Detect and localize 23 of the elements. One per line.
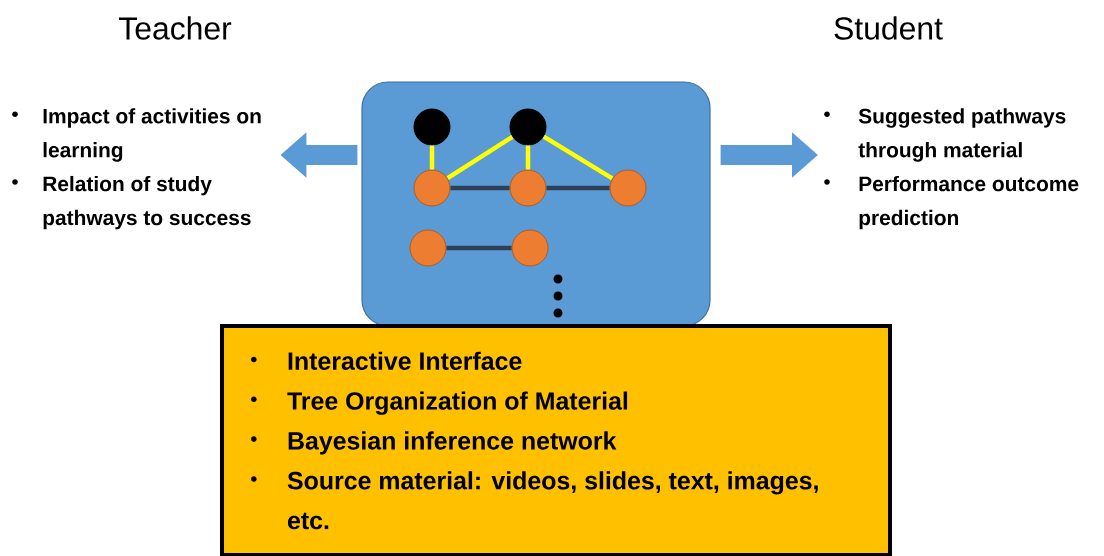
bullet-list: Impact of activities on learning Relation of study pathways to success (12, 108, 261, 230)
bullet-list: Suggested pathways through material Performance outcome prediction (824, 108, 1079, 230)
network-node (409, 229, 447, 267)
node-label: Suggested pathways through material (858, 108, 1066, 162)
heading: Student (834, 16, 943, 40)
feature-box: Interactive Interface Tree Organization of Material Bayesian inference network Source material: videos, slides, text, images, etc. (220, 324, 892, 556)
connector-line (429, 145, 435, 170)
network-node (511, 229, 549, 267)
connector-line (542, 134, 614, 181)
network-node (413, 108, 451, 146)
network-node (609, 169, 647, 207)
network-node (413, 169, 451, 207)
network-node (509, 108, 547, 146)
connector-line (525, 145, 531, 170)
network-node (509, 169, 547, 207)
node-label: Impact of activities on learning (43, 108, 261, 162)
connector-line (546, 185, 610, 191)
connector-line (446, 245, 512, 251)
heading: Teacher (119, 16, 232, 40)
node-label: Relation of study pathways to success (43, 175, 251, 230)
node-label: Performance outcome prediction (859, 175, 1079, 230)
connector-line (446, 135, 514, 180)
connector-line (450, 185, 510, 191)
